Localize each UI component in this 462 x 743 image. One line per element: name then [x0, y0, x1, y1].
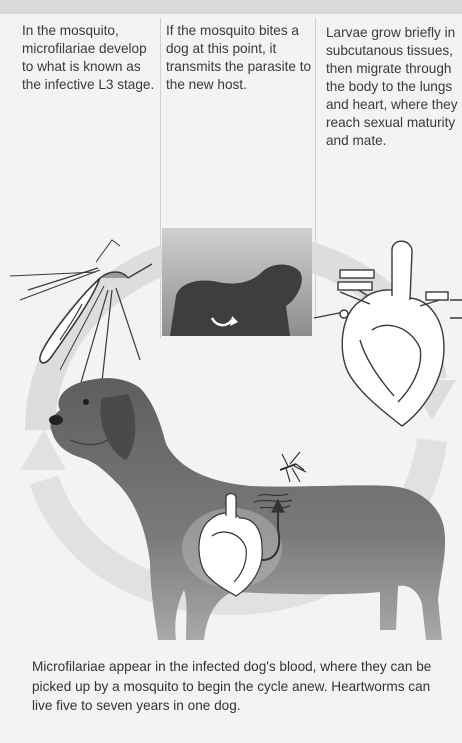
bite-photo — [162, 228, 312, 336]
step-3-text: Larvae grow briefly in subcutanous tissu… — [326, 24, 462, 214]
step-2-text: If the mosquito bites a dog at this poin… — [166, 22, 312, 212]
lifecycle-caption: Microfilariae appear in the infected dog… — [32, 657, 450, 716]
small-mosquito-icon — [280, 452, 306, 482]
step-1-text: In the mosquito, microfilariae develop t… — [22, 22, 158, 212]
